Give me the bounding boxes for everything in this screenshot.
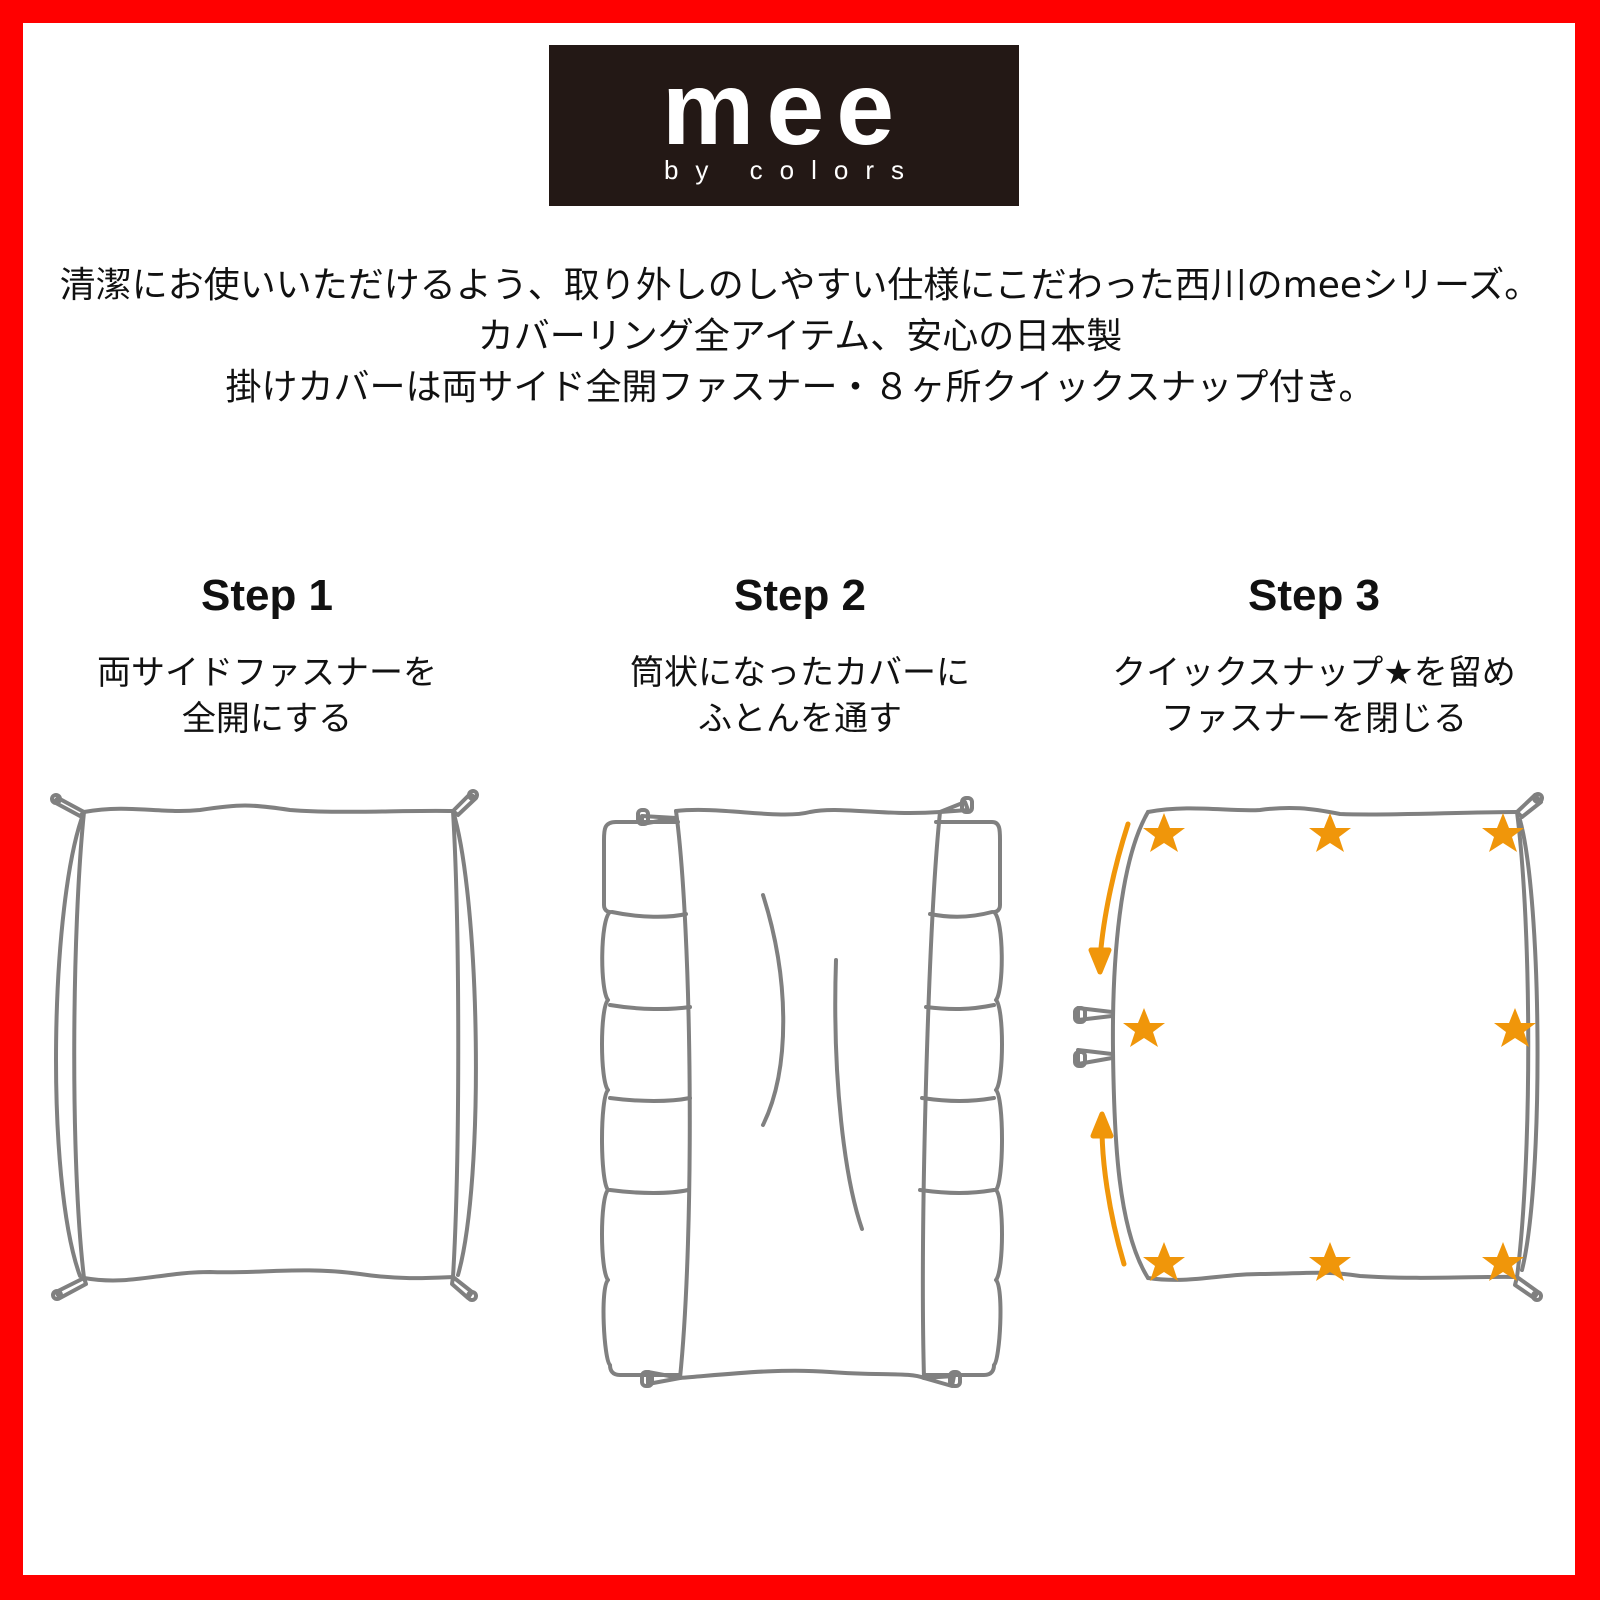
step-title: Step 1 <box>200 571 334 620</box>
step-title: Step 2 <box>733 571 867 620</box>
zipper-tab-icon <box>1073 792 1544 1302</box>
logo-brand-name: mee <box>661 51 907 167</box>
step-desc-line: 両サイドファスナーを <box>97 653 437 693</box>
step-3: Step 3 クイックスナップ★を留め ファスナーを閉じる <box>1054 560 1574 742</box>
intro-line: カバーリング全アイテム、安心の日本製 <box>477 316 1123 357</box>
step-description: 筒状になったカバーに ふとんを通す <box>540 650 1060 742</box>
step-desc-line: ファスナーを閉じる <box>1161 699 1467 739</box>
step-desc-line: クイックスナップ★を留め <box>1112 653 1516 693</box>
intro-line: 清潔にお使いいただけるよう、取り外しのしやすい仕様にこだわった西川のmeeシリー… <box>59 265 1541 306</box>
arrow-up-icon <box>1090 1111 1127 1267</box>
intro-line: 掛けカバーは両サイド全開ファスナー・８ヶ所クイックスナップ付き。 <box>225 367 1375 408</box>
step-desc-line: ふとんを通す <box>698 699 902 739</box>
step-description: 両サイドファスナーを 全開にする <box>7 650 527 742</box>
arrow-down-icon <box>1088 821 1131 975</box>
step-1: Step 1 両サイドファスナーを 全開にする <box>7 560 527 742</box>
intro-text: 清潔にお使いいただけるよう、取り外しのしやすい仕様にこだわった西川のmeeシリー… <box>0 260 1600 413</box>
zipper-tab-icon <box>50 789 479 1302</box>
step-2: Step 2 筒状になったカバーに ふとんを通す <box>540 560 1060 742</box>
step-description: クイックスナップ★を留め ファスナーを閉じる <box>1054 650 1574 742</box>
futon-insert-icon <box>600 796 1004 1388</box>
brand-logo: mee by colors <box>549 45 1019 206</box>
close-cover-icon <box>1073 792 1544 1302</box>
open-cover-icon <box>50 789 479 1302</box>
quick-snap-star-icon <box>1123 813 1536 1281</box>
step-desc-line: 全開にする <box>181 699 353 739</box>
step-title: Step 3 <box>1247 571 1381 620</box>
step-desc-line: 筒状になったカバーに <box>630 653 970 693</box>
logo-tagline: by colors <box>663 155 922 185</box>
zipper-tab-icon <box>636 796 974 1388</box>
page-frame <box>23 23 1575 1575</box>
